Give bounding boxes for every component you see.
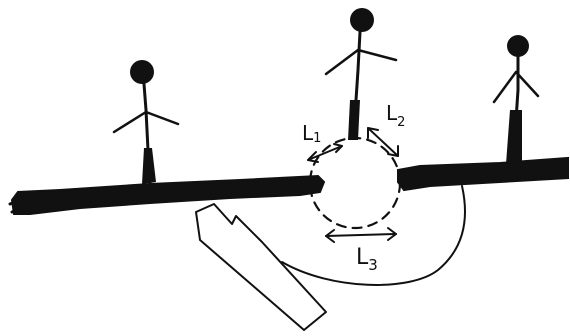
right-person: [494, 35, 538, 164]
right-beam: [398, 158, 568, 190]
right-person-head: [507, 35, 529, 57]
middle-person-arms: [326, 50, 396, 74]
l3-arrow: [326, 228, 396, 242]
l3-label: L3: [356, 245, 378, 274]
left-beam: [12, 176, 324, 214]
left-person-head: [130, 60, 154, 84]
l1-label: L1: [302, 121, 321, 146]
l1-arrow: [308, 144, 342, 162]
middle-person-legs: [348, 100, 360, 140]
left-person-legs: [142, 148, 156, 184]
left-person: [114, 60, 178, 184]
support-box: [196, 204, 326, 330]
right-person-legs: [506, 110, 522, 164]
l2-label: L2: [386, 101, 405, 130]
middle-person-head: [350, 8, 374, 32]
